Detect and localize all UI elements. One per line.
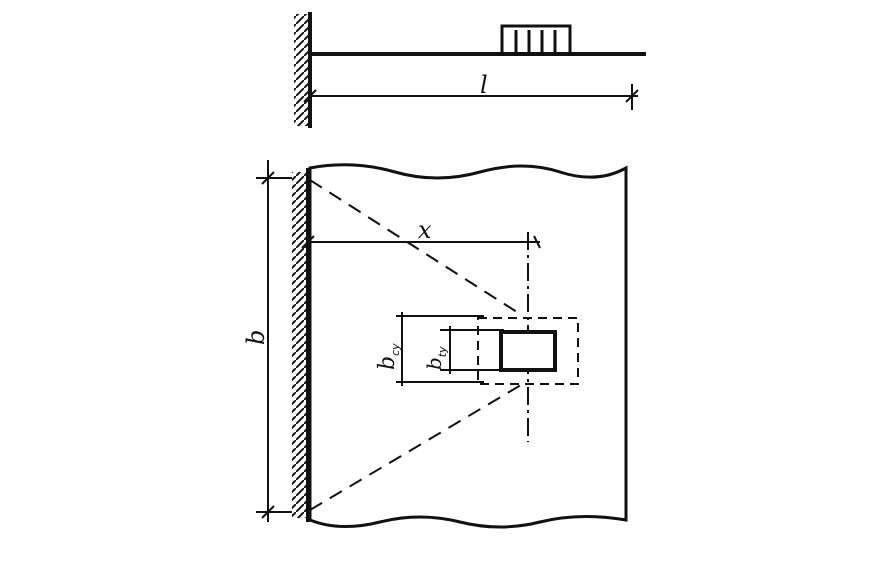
distribution-lines bbox=[309, 179, 527, 511]
elevation-view: l bbox=[294, 12, 646, 128]
load-area bbox=[499, 330, 557, 372]
b-cy-dimension-line bbox=[396, 312, 484, 386]
distributed-load-block bbox=[500, 24, 572, 56]
span-label: l bbox=[480, 71, 488, 99]
width-dimension-line bbox=[256, 160, 292, 522]
effective-load-area bbox=[477, 317, 579, 385]
slab-outline bbox=[308, 163, 628, 529]
distance-label: x bbox=[418, 216, 432, 244]
width-label: b bbox=[242, 330, 270, 345]
fixed-support-hatch-plan bbox=[292, 172, 308, 518]
plan-view: b x bcy bty bbox=[242, 160, 628, 529]
fixed-support-hatch-top bbox=[294, 14, 308, 126]
b-cy-label: bcy bbox=[375, 343, 402, 370]
span-dimension-line bbox=[303, 84, 639, 110]
b-ty-dimension-line bbox=[440, 326, 504, 374]
distance-dimension-line bbox=[301, 235, 541, 249]
b-ty-label: bty bbox=[422, 346, 449, 370]
